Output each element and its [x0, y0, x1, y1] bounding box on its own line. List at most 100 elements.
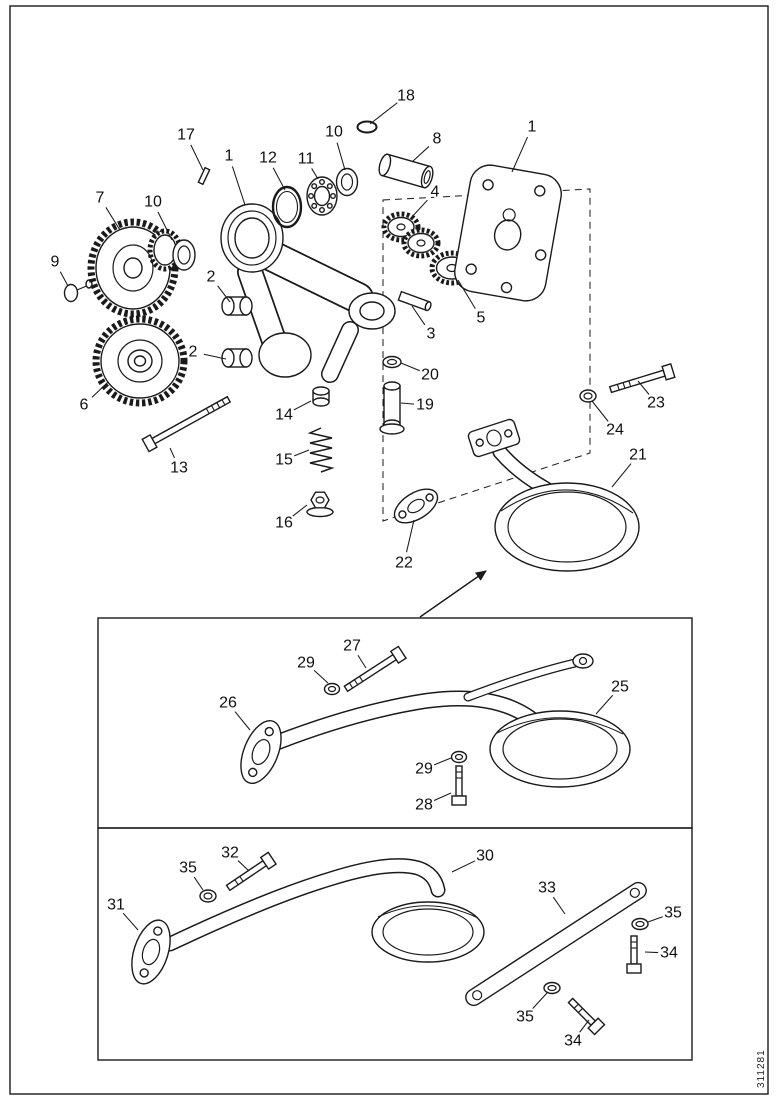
- part-22-gasket: [393, 488, 439, 524]
- part-19-relief-valve: [379, 381, 405, 435]
- leader-line-7: [105, 207, 121, 231]
- leader-line-10: [157, 211, 173, 241]
- part-14-plug: [312, 386, 330, 407]
- leader-line-21: [611, 463, 632, 488]
- leader-line-14: [293, 400, 312, 411]
- callout-32: 32: [221, 845, 239, 862]
- leader-line-2: [217, 285, 231, 303]
- callout-24: 24: [606, 422, 624, 439]
- part-12-o-ring: [271, 185, 303, 229]
- inset-box-2-border: [97, 827, 693, 1061]
- callout-35: 35: [179, 860, 197, 877]
- leader-line-15: [294, 449, 310, 457]
- leader-line-29: [313, 670, 329, 684]
- leader-line-31: [122, 912, 139, 931]
- leader-line-5: [457, 279, 476, 309]
- main-pump-assembly: [63, 120, 676, 618]
- callout-14: 14: [275, 407, 293, 424]
- part-2-bushing-lower: [221, 348, 253, 368]
- leader-line-30: [451, 860, 476, 873]
- callout-13: 13: [170, 460, 188, 477]
- callout-35: 35: [516, 1009, 534, 1026]
- part-24-washer: [579, 389, 597, 403]
- part-20-washer: [382, 355, 402, 369]
- callout-5: 5: [477, 310, 486, 327]
- callout-18: 18: [397, 88, 415, 105]
- callout-17: 17: [177, 127, 195, 144]
- leader-line-2: [203, 353, 227, 360]
- part-13-bolt: [141, 395, 232, 453]
- part-9-plug: [63, 279, 93, 303]
- callout-34: 34: [660, 945, 678, 962]
- leader-line-28: [433, 792, 452, 802]
- leader-line-9: [59, 271, 69, 287]
- part-33-brace-strap: [465, 881, 647, 1007]
- leader-line-17: [190, 144, 204, 171]
- callout-9: 9: [51, 254, 60, 271]
- part-35-washer-bottom: [543, 981, 561, 995]
- callout-26: 26: [219, 695, 237, 712]
- part-8-sleeve-tube: [378, 153, 434, 189]
- bracket-tab: [572, 653, 594, 669]
- part-3-shaft-pin: [397, 290, 432, 312]
- part-21-suction-pipe: [467, 418, 640, 572]
- callout-33: 33: [538, 880, 556, 897]
- leader-line-1: [231, 166, 246, 206]
- leader-line-12: [272, 167, 286, 191]
- leader-line-35: [532, 992, 548, 1010]
- leader-line-27: [357, 654, 367, 669]
- leader-line-22: [405, 519, 415, 553]
- part-23-bolt: [608, 362, 676, 394]
- leader-line-23: [637, 380, 650, 395]
- callout-19: 19: [416, 397, 434, 414]
- callout-28: 28: [415, 797, 433, 814]
- callout-23: 23: [647, 395, 665, 412]
- leader-line-35: [193, 876, 204, 891]
- strainer-bell: [494, 482, 640, 572]
- inset-box-suction-pipe-variant-1: [97, 617, 693, 829]
- leader-line-26: [234, 711, 251, 731]
- callout-1: 1: [225, 148, 234, 165]
- part-26-flange: [240, 720, 282, 784]
- part-34-bolt-bottom: [567, 997, 606, 1036]
- leader-line-10: [336, 142, 346, 171]
- part-11-ball-bearing: [306, 176, 338, 216]
- part-25-strainer-bell: [489, 710, 631, 788]
- part-10-bearing-cone-left: [172, 239, 196, 271]
- callout-29: 29: [297, 655, 315, 672]
- callout-3: 3: [427, 326, 436, 343]
- callout-2: 2: [207, 269, 216, 286]
- callout-35: 35: [664, 905, 682, 922]
- part-6-driven-gear: [92, 315, 188, 407]
- callout-16: 16: [275, 515, 293, 532]
- leader-line-35: [647, 916, 663, 923]
- leader-line-4: [409, 199, 428, 220]
- callout-6: 6: [80, 397, 89, 414]
- part-30-strainer-bell: [371, 901, 485, 963]
- callout-25: 25: [611, 679, 629, 696]
- part-29-washer-a: [323, 682, 341, 696]
- callout-10: 10: [325, 124, 343, 141]
- part-27-bolt: [343, 645, 407, 693]
- leader-line-13: [169, 447, 175, 459]
- leader-line-32: [237, 860, 250, 872]
- leader-line-6: [91, 381, 109, 398]
- part-15-spring: [307, 427, 335, 473]
- part-35-washer-right: [631, 917, 649, 931]
- figure-number: 311281: [756, 1049, 767, 1088]
- leader-line-20: [400, 362, 421, 372]
- leader-line-3: [411, 305, 426, 326]
- leader-line-18: [369, 102, 398, 125]
- part-34-bolt-right: [626, 935, 642, 974]
- callout-31: 31: [107, 897, 125, 914]
- part-4-pump-gears: [381, 211, 441, 259]
- leader-line-11: [311, 168, 319, 180]
- callout-27: 27: [343, 638, 361, 655]
- callout-20: 20: [421, 367, 439, 384]
- callout-34: 34: [564, 1033, 582, 1050]
- leader-line-19: [400, 402, 415, 405]
- callout-30: 30: [476, 848, 494, 865]
- leader-line-24: [591, 400, 609, 422]
